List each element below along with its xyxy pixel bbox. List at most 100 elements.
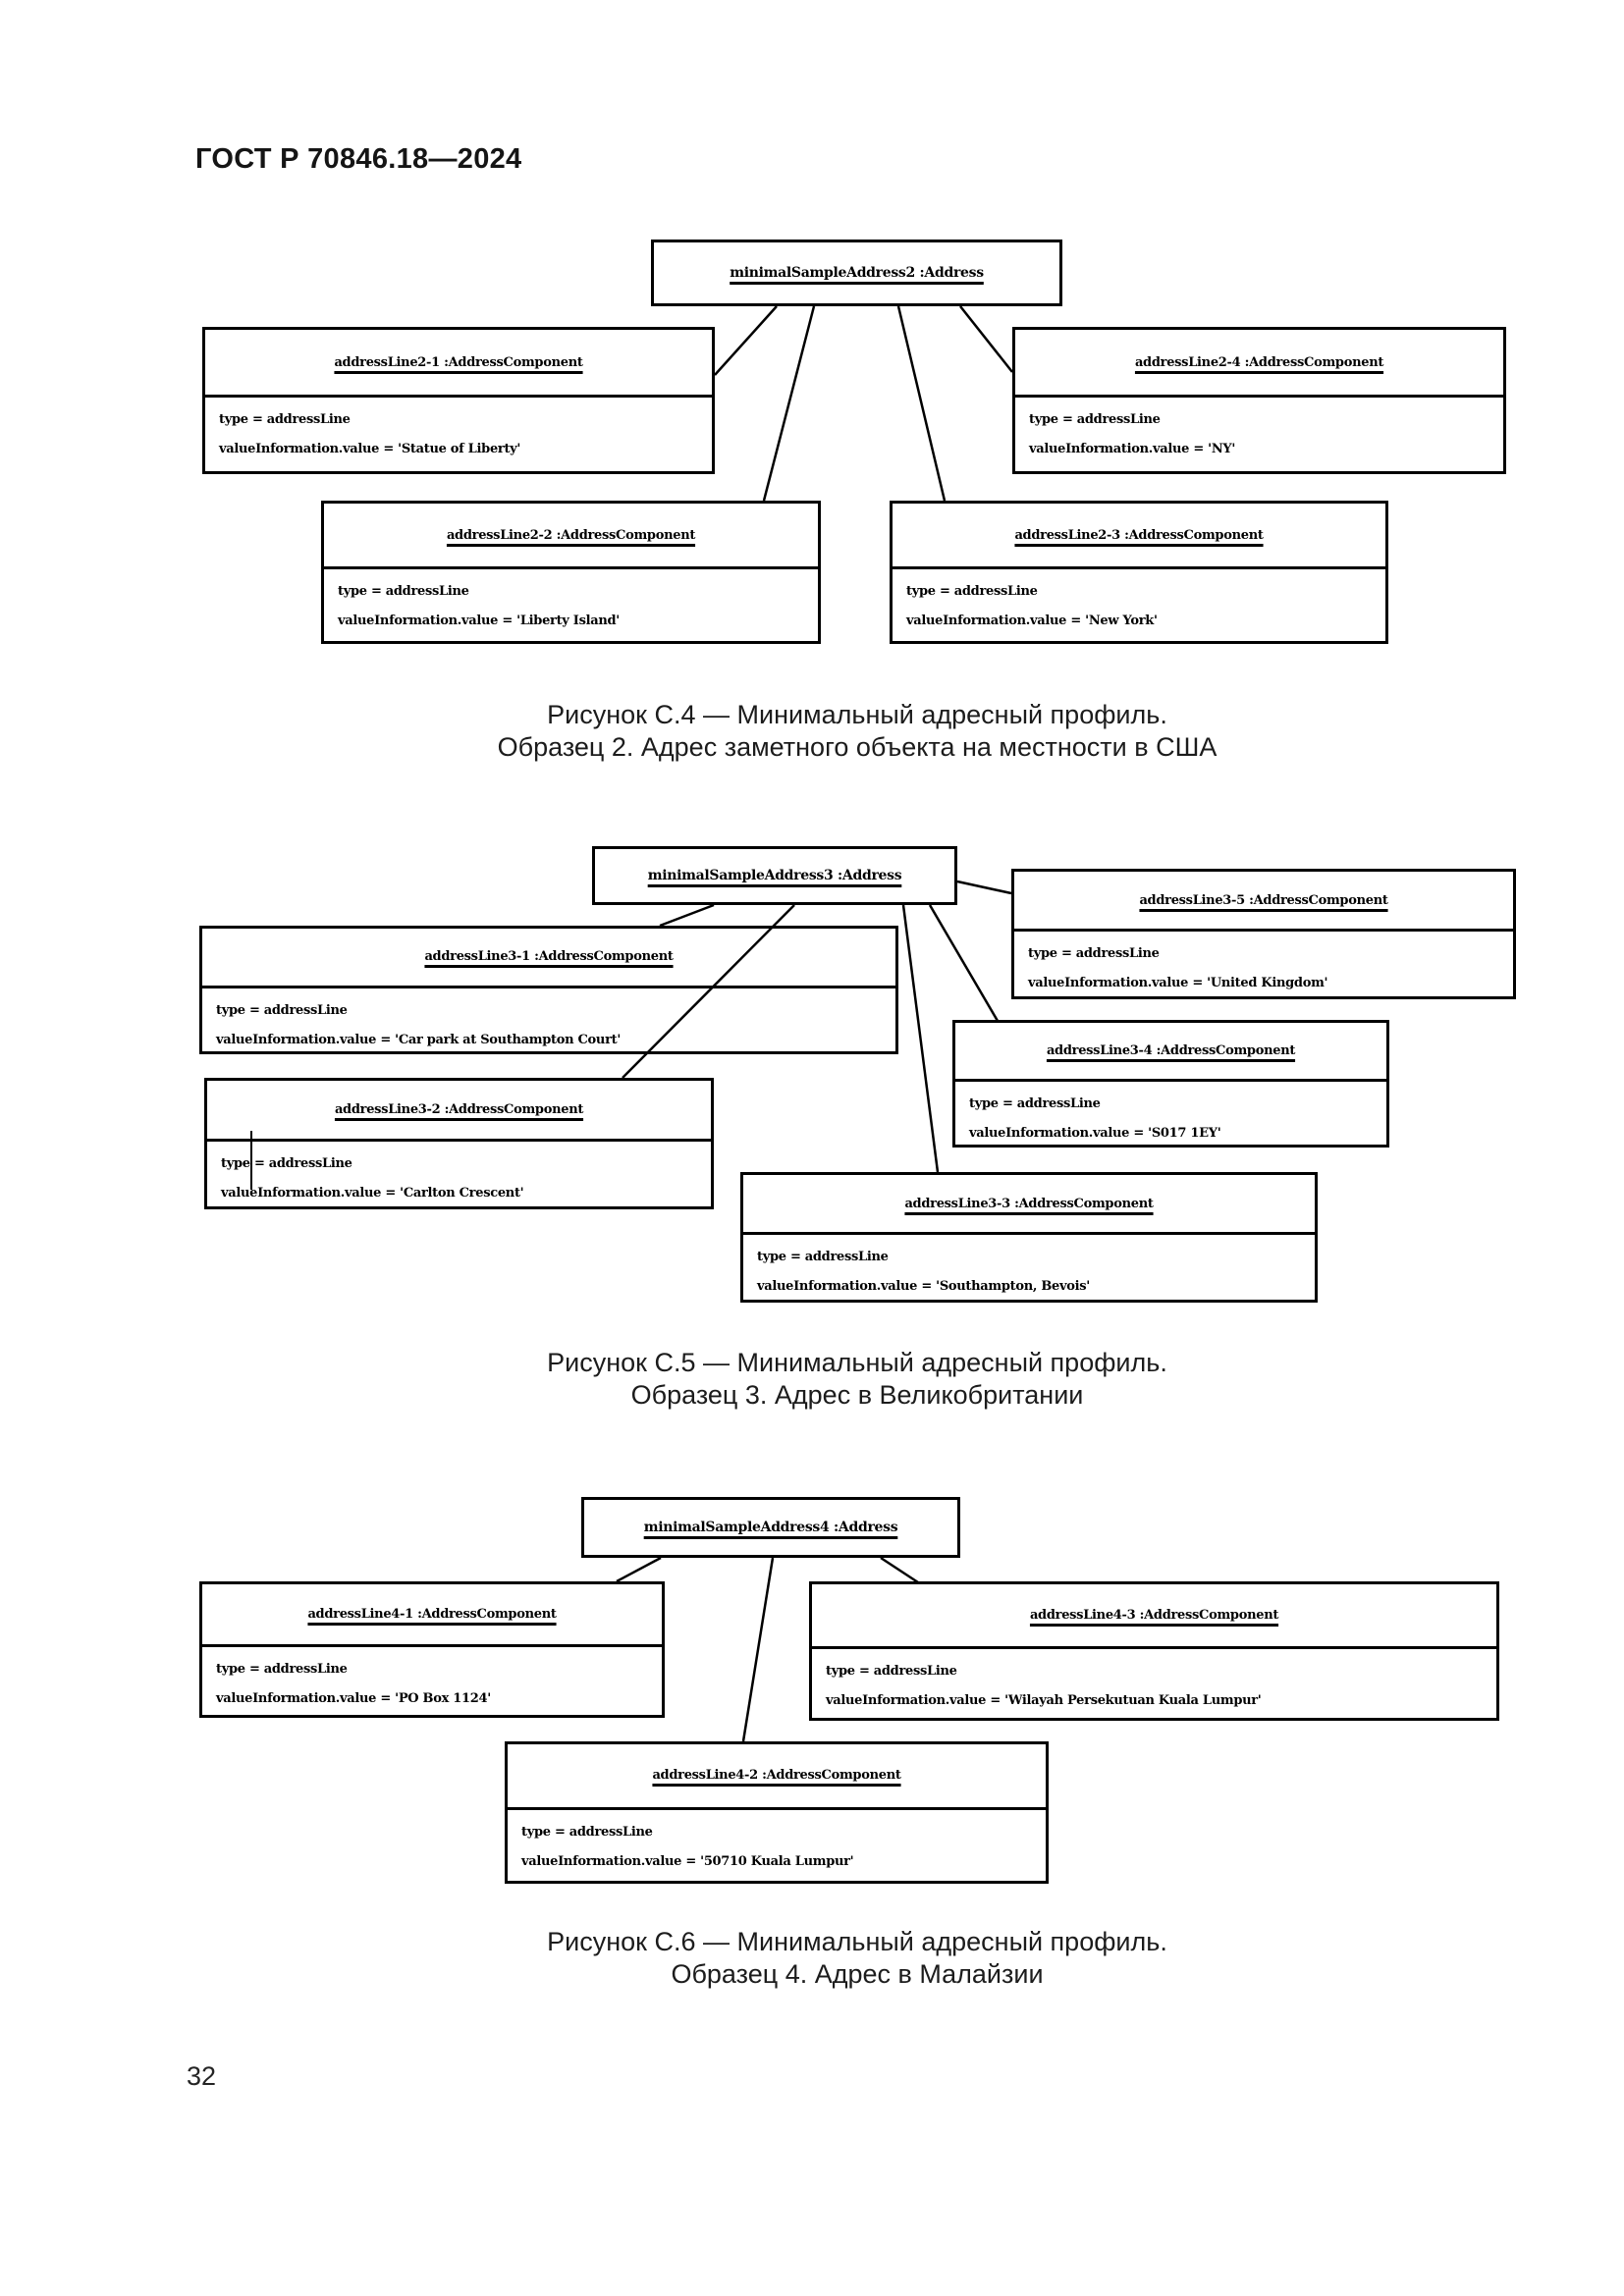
attribute-value: valueInformation.value = 'PO Box 1124' xyxy=(216,1691,491,1707)
uml-object-attributes: type = addressLine valueInformation.valu… xyxy=(202,988,895,1052)
connector-line xyxy=(659,903,715,928)
uml-object-name: addressLine4-3 :AddressComponent xyxy=(1029,1607,1279,1623)
attribute-value: valueInformation.value = 'NY' xyxy=(1029,442,1236,457)
attribute-type: type = addressLine xyxy=(216,1662,348,1678)
uml-object-name: addressLine2-3 :AddressComponent xyxy=(1014,527,1264,543)
uml-object-attributes: type = addressLine valueInformation.valu… xyxy=(812,1649,1496,1718)
attribute-type: type = addressLine xyxy=(219,412,351,428)
caption-line-1: Рисунок С.6 — Минимальный адресный профи… xyxy=(547,1927,1167,1956)
uml-object-name: minimalSampleAddress2 :Address xyxy=(730,265,984,281)
attribute-type: type = addressLine xyxy=(826,1663,957,1679)
uml-object-addressLine2-2: addressLine2-2 :AddressComponent type = … xyxy=(321,501,821,644)
connector-line xyxy=(901,904,940,1173)
uml-object-name: addressLine3-5 :AddressComponent xyxy=(1139,892,1388,908)
uml-object-name: addressLine3-2 :AddressComponent xyxy=(334,1101,584,1117)
caption-line-1: Рисунок С.5 — Минимальный адресный профи… xyxy=(547,1348,1167,1377)
figure-caption-c4: Рисунок С.4 — Минимальный адресный профи… xyxy=(268,699,1446,764)
uml-object-addressLine3-3: addressLine3-3 :AddressComponent type = … xyxy=(740,1172,1318,1303)
uml-object-title: addressLine2-1 :AddressComponent xyxy=(205,330,712,399)
uml-object-attributes: type = addressLine valueInformation.valu… xyxy=(202,1647,662,1715)
attribute-type: type = addressLine xyxy=(906,584,1038,600)
attribute-type: type = addressLine xyxy=(338,584,469,600)
attribute-type: type = addressLine xyxy=(216,1002,348,1018)
uml-object-name: addressLine2-2 :AddressComponent xyxy=(446,527,696,543)
uml-object-attributes: type = addressLine valueInformation.valu… xyxy=(743,1235,1315,1300)
uml-object-minimalSampleAddress2: minimalSampleAddress2 :Address xyxy=(651,240,1062,306)
attribute-value: valueInformation.value = 'Wilayah Persek… xyxy=(826,1692,1262,1708)
uml-object-name: addressLine4-2 :AddressComponent xyxy=(652,1768,901,1784)
connector-line xyxy=(959,305,1013,373)
uml-object-title: addressLine3-3 :AddressComponent xyxy=(743,1175,1315,1236)
caption-line-1: Рисунок С.4 — Минимальный адресный профи… xyxy=(547,700,1167,729)
caption-line-2: Образец 3. Адрес в Великобритании xyxy=(630,1380,1084,1410)
attribute-value: valueInformation.value = 'Liberty Island… xyxy=(338,614,620,629)
uml-object-attributes: type = addressLine valueInformation.valu… xyxy=(955,1082,1386,1145)
connector-line xyxy=(741,1557,775,1742)
uml-object-name: minimalSampleAddress4 :Address xyxy=(643,1520,898,1535)
uml-object-minimalSampleAddress3: minimalSampleAddress3 :Address xyxy=(592,846,957,905)
attribute-value: valueInformation.value = 'S017 1EY' xyxy=(969,1126,1221,1142)
uml-object-title: addressLine3-1 :AddressComponent xyxy=(202,929,895,988)
uml-object-attributes: type = addressLine valueInformation.valu… xyxy=(205,398,712,471)
uml-object-name: addressLine3-3 :AddressComponent xyxy=(904,1196,1154,1211)
uml-object-title: minimalSampleAddress4 :Address xyxy=(584,1500,957,1555)
uml-object-addressLine2-1: addressLine2-1 :AddressComponent type = … xyxy=(202,327,715,474)
connector-line xyxy=(616,1556,662,1583)
connector-line xyxy=(896,305,947,502)
uml-object-addressLine4-2: addressLine4-2 :AddressComponent type = … xyxy=(505,1741,1049,1884)
uml-object-addressLine3-1: addressLine3-1 :AddressComponent type = … xyxy=(199,926,898,1054)
uml-object-attributes: type = addressLine valueInformation.valu… xyxy=(207,1142,711,1206)
attribute-type: type = addressLine xyxy=(1028,946,1160,962)
uml-object-addressLine3-5: addressLine3-5 :AddressComponent type = … xyxy=(1011,869,1516,999)
connector-line xyxy=(762,305,816,502)
attribute-type: type = addressLine xyxy=(969,1096,1101,1112)
uml-object-addressLine2-4: addressLine2-4 :AddressComponent type = … xyxy=(1012,327,1506,474)
uml-object-title: addressLine2-2 :AddressComponent xyxy=(324,504,818,570)
page-number: 32 xyxy=(187,2061,217,2091)
uml-object-title: addressLine4-2 :AddressComponent xyxy=(508,1744,1046,1810)
page-header: ГОСТ Р 70846.18—2024 xyxy=(195,143,522,175)
uml-object-addressLine2-3: addressLine2-3 :AddressComponent type = … xyxy=(890,501,1388,644)
uml-object-name: addressLine3-1 :AddressComponent xyxy=(424,949,674,965)
attribute-value: valueInformation.value = 'Car park at So… xyxy=(216,1032,622,1047)
connector-line xyxy=(714,305,778,376)
attribute-type: type = addressLine xyxy=(1029,412,1161,428)
uml-object-addressLine4-3: addressLine4-3 :AddressComponent type = … xyxy=(809,1581,1499,1721)
uml-object-addressLine4-1: addressLine4-1 :AddressComponent type = … xyxy=(199,1581,665,1718)
uml-object-title: addressLine3-2 :AddressComponent xyxy=(207,1081,711,1142)
uml-object-name: minimalSampleAddress3 :Address xyxy=(647,868,902,883)
uml-object-name: addressLine4-1 :AddressComponent xyxy=(307,1607,557,1623)
attribute-value: valueInformation.value = 'Southampton, B… xyxy=(757,1279,1090,1295)
attribute-value: valueInformation.value = 'New York' xyxy=(906,614,1158,629)
attribute-type: type = addressLine xyxy=(221,1155,352,1171)
connector-line xyxy=(928,904,1000,1022)
uml-object-title: addressLine2-3 :AddressComponent xyxy=(893,504,1385,570)
uml-object-attributes: type = addressLine valueInformation.valu… xyxy=(508,1810,1046,1881)
uml-object-name: addressLine2-4 :AddressComponent xyxy=(1134,354,1384,370)
connector-line xyxy=(880,1556,919,1584)
uml-object-attributes: type = addressLine valueInformation.valu… xyxy=(324,569,818,641)
uml-object-title: minimalSampleAddress3 :Address xyxy=(595,849,954,902)
uml-object-name: addressLine3-4 :AddressComponent xyxy=(1046,1043,1296,1059)
uml-object-title: addressLine2-4 :AddressComponent xyxy=(1015,330,1503,399)
uml-object-minimalSampleAddress4: minimalSampleAddress4 :Address xyxy=(581,1497,960,1558)
uml-object-addressLine3-2: addressLine3-2 :AddressComponent type = … xyxy=(204,1078,714,1209)
attribute-value: valueInformation.value = '50710 Kuala Lu… xyxy=(521,1853,854,1869)
uml-object-title: addressLine3-4 :AddressComponent xyxy=(955,1023,1386,1083)
caption-line-2: Образец 4. Адрес в Малайзии xyxy=(671,1959,1044,1989)
attribute-type: type = addressLine xyxy=(521,1824,653,1840)
uml-object-addressLine3-4: addressLine3-4 :AddressComponent type = … xyxy=(952,1020,1389,1148)
attribute-value: valueInformation.value = 'Carlton Cresce… xyxy=(221,1185,524,1201)
connector-line xyxy=(956,880,1012,895)
uml-object-attributes: type = addressLine valueInformation.valu… xyxy=(1015,398,1503,471)
uml-object-title: addressLine4-1 :AddressComponent xyxy=(202,1584,662,1648)
uml-object-attributes: type = addressLine valueInformation.valu… xyxy=(893,569,1385,641)
attribute-value: valueInformation.value = 'United Kingdom… xyxy=(1028,976,1328,991)
uml-object-attributes: type = addressLine valueInformation.valu… xyxy=(1014,932,1513,996)
attribute-value: valueInformation.value = 'Statue of Libe… xyxy=(219,442,521,457)
uml-object-title: addressLine4-3 :AddressComponent xyxy=(812,1584,1496,1649)
caption-line-2: Образец 2. Адрес заметного объекта на ме… xyxy=(497,732,1218,762)
uml-object-name: addressLine2-1 :AddressComponent xyxy=(334,354,583,370)
attribute-type: type = addressLine xyxy=(757,1250,889,1265)
